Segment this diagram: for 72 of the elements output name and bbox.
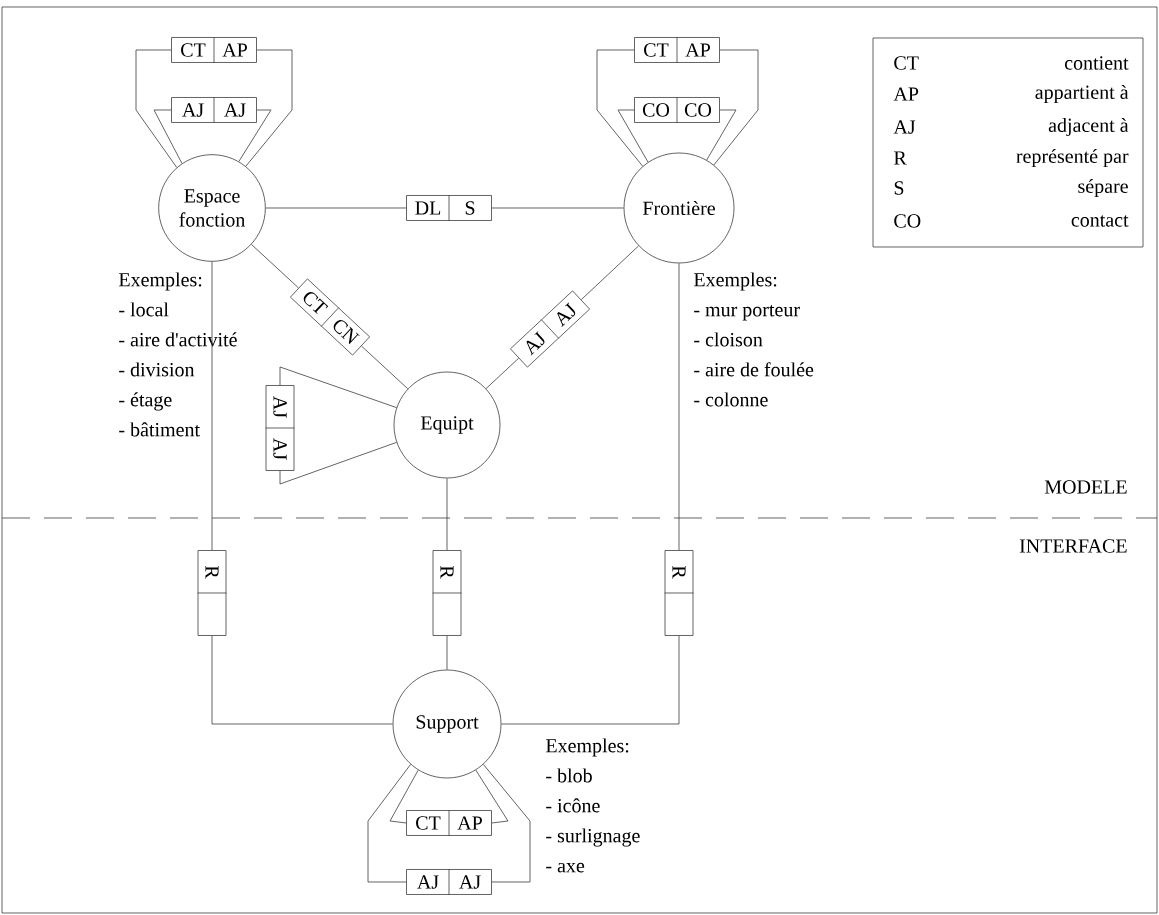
node-label: - étage [119,392,172,411]
role-box: CT AP [406,809,492,837]
legend-abbreviation: AP [893,87,919,101]
node-label: - aire d'activité [119,332,237,347]
node-label: - blob [546,768,592,783]
connector-line [153,109,183,164]
legend-meaning: contient [1064,56,1129,70]
connector-line [475,769,509,824]
connector-line [265,207,407,209]
node-label: - division [119,362,195,377]
connector-line [491,207,624,209]
legend-abbreviation: R [894,151,907,165]
connector-line [596,49,644,167]
legend-meaning: sépare [1078,178,1128,198]
role-box: CT AP [634,36,720,64]
legend-abbreviation: AJ [893,120,916,134]
connector-line [245,49,293,167]
role-box: AJ AJ [510,290,590,368]
node-label: Exemples: [118,272,202,291]
role-box: DL S [406,194,492,222]
node-label: - surlignage [546,828,640,847]
role-box: R [197,550,227,636]
node-label: Exemples: [693,272,777,291]
node-label: - cloison [694,332,763,347]
example-list: Exemples: - blob - icône - surlignage - axe [546,738,640,873]
role-box: AJ AJ [406,868,492,896]
section-label: MODELE [1044,480,1127,494]
connector-line [501,635,680,725]
example-list: Exemples: - local - aire d'activité - division - étage - bâtiment [119,272,237,437]
role-box: R [432,550,462,636]
role-box: CO CO [634,96,720,124]
node-label: - icône [546,798,600,813]
legend-meaning: adjacent à [1048,117,1129,137]
connector-line [238,109,272,162]
legend-meaning: appartient à [1035,84,1129,104]
role-box: CT AP [171,36,257,64]
connector-line [279,366,397,408]
connector-line [211,635,393,725]
node-label: Exemples: [545,738,629,757]
node-label: - local [119,302,169,317]
connector-line [446,635,448,670]
connector-line [678,263,680,551]
legend-abbreviation: CO [894,214,921,228]
legend-abbreviation: S [894,181,904,195]
connector-line [617,109,649,163]
legend-meaning: contact [1071,215,1129,227]
connector-line [485,357,520,389]
connector-line [367,764,411,883]
node-label: - mur porteur [694,305,800,321]
role-box: R [664,550,694,636]
connector-line [706,109,737,161]
node-label: - bâtiment [119,422,200,437]
connector-line [251,244,299,289]
legend-abbreviation: CT [894,56,919,70]
example-list: Exemples: - mur porteur - cloison - aire de foulée - colonne [694,272,814,407]
connector-line [361,345,409,390]
connector-line [580,245,639,301]
role-box: AJ AJ [265,385,295,471]
connector-line [135,49,178,168]
connector-line [446,478,448,551]
legend-meaning: représenté par [1016,148,1129,168]
role-box: AJ AJ [171,96,257,124]
connector-line [713,49,759,166]
section-label: INTERFACE [1019,539,1127,553]
node-label: - colonne [694,392,768,407]
connector-line [211,261,213,551]
connector-line [483,764,531,883]
node-label: - aire de foulée [694,362,814,377]
connector-line [279,442,397,485]
node-label: - axe [546,862,585,873]
connector-line [389,769,419,824]
role-box: CT CN [290,278,370,356]
